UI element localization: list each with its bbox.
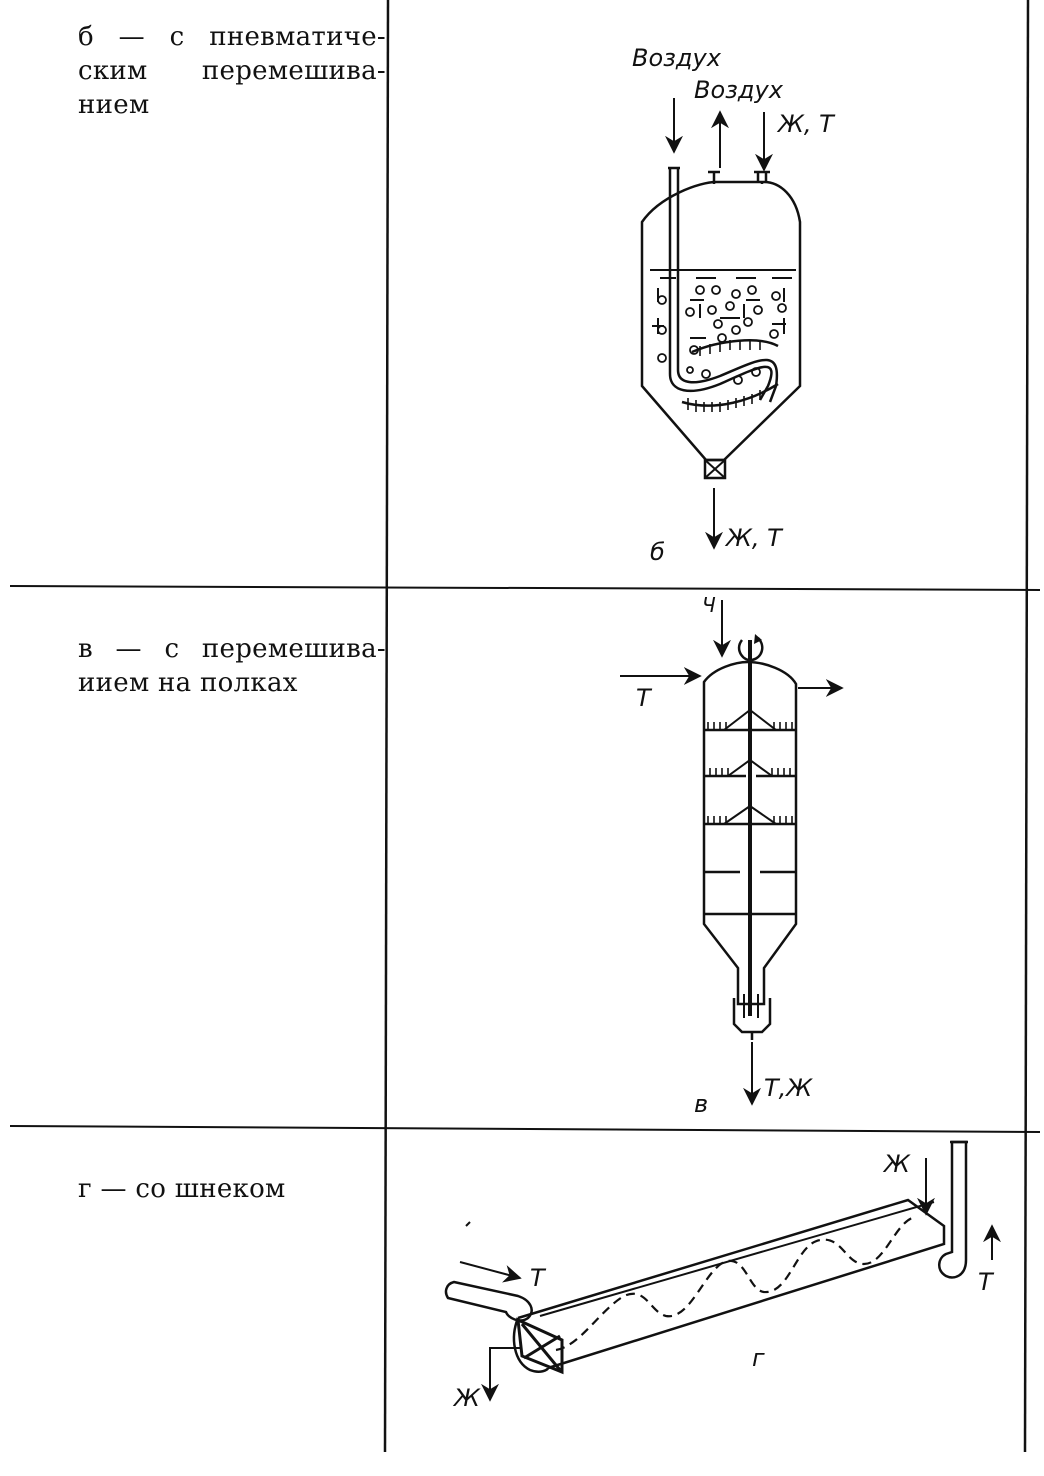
vessel-pneumatic [640, 98, 802, 550]
label-letter-v: в [694, 1090, 708, 1118]
label-outlet: Ж, Т [724, 524, 784, 552]
label-air-in: Воздух [632, 44, 722, 72]
caption-v-line-1: в — с перемешива- [78, 634, 386, 664]
liquid-surface [650, 269, 796, 339]
caption-v: в — с перемешива- иием на полках [78, 632, 386, 700]
label-air-out: Воздух [694, 76, 784, 104]
column-shell [702, 660, 798, 1006]
trough-body [517, 1198, 946, 1370]
label-liquid-in: Ж [882, 1150, 911, 1178]
label-column-outlet: Т,Ж [764, 1074, 813, 1102]
label-top-feed: Ч [702, 593, 716, 617]
label-liquid-out: Ж [452, 1384, 481, 1412]
label-letter-b: б [650, 538, 665, 566]
label-side-in: Т [636, 684, 653, 712]
label-letter-g: г [752, 1344, 765, 1372]
discharge-pipe [938, 1140, 968, 1279]
vessel-b-shell [640, 180, 802, 462]
air-bubbles [657, 285, 787, 385]
caption-g-line-1: г — со шнеком [78, 1174, 286, 1204]
vessel-b-nozzle-air-out [708, 170, 720, 184]
column-divider-left [383, 0, 390, 1453]
caption-v-line-2: иием на полках [78, 668, 298, 698]
arrow-solid-in [459, 1261, 522, 1283]
trough-end-box [516, 1317, 564, 1375]
vessel-b-valve [703, 458, 727, 480]
caption-b-line-1: б — с пневматиче- [78, 22, 386, 52]
arrow-liquid-out [481, 1347, 520, 1402]
screw-labels: Ж Т Т Ж г [452, 1150, 995, 1412]
trough-end-lower [512, 1317, 550, 1373]
solid-feed-chute [444, 1280, 533, 1322]
vessel-b-labels: Воздух Воздух Ж, Т Ж, Т б [632, 44, 836, 566]
screw-helix [555, 1216, 913, 1352]
column-labels: Ч Т Т,Ж в [636, 593, 813, 1118]
label-solid-out: Т [978, 1268, 995, 1296]
rotation-icon [737, 637, 764, 662]
row-divider-2 [9, 1125, 1041, 1133]
screw-extractor [444, 1140, 1001, 1402]
row-divider-1 [9, 585, 1041, 591]
rake-arms [723, 708, 777, 825]
table-grid [9, 0, 1041, 1453]
caption-b-line-3: нием [78, 90, 150, 120]
caption-b: б — с пневматиче- ским перемешива- нием [78, 20, 386, 122]
air-lance [668, 168, 779, 403]
vessel-b-nozzle-inlet [754, 170, 770, 184]
caption-g: г — со шнеком [78, 1172, 386, 1206]
column-shelves [620, 600, 844, 1106]
label-inlet: Ж, Т [776, 110, 836, 138]
column-divider-right [1023, 0, 1030, 1453]
caption-b-line-2: ским перемешива- [78, 56, 386, 86]
label-solid-in: Т [530, 1264, 547, 1292]
